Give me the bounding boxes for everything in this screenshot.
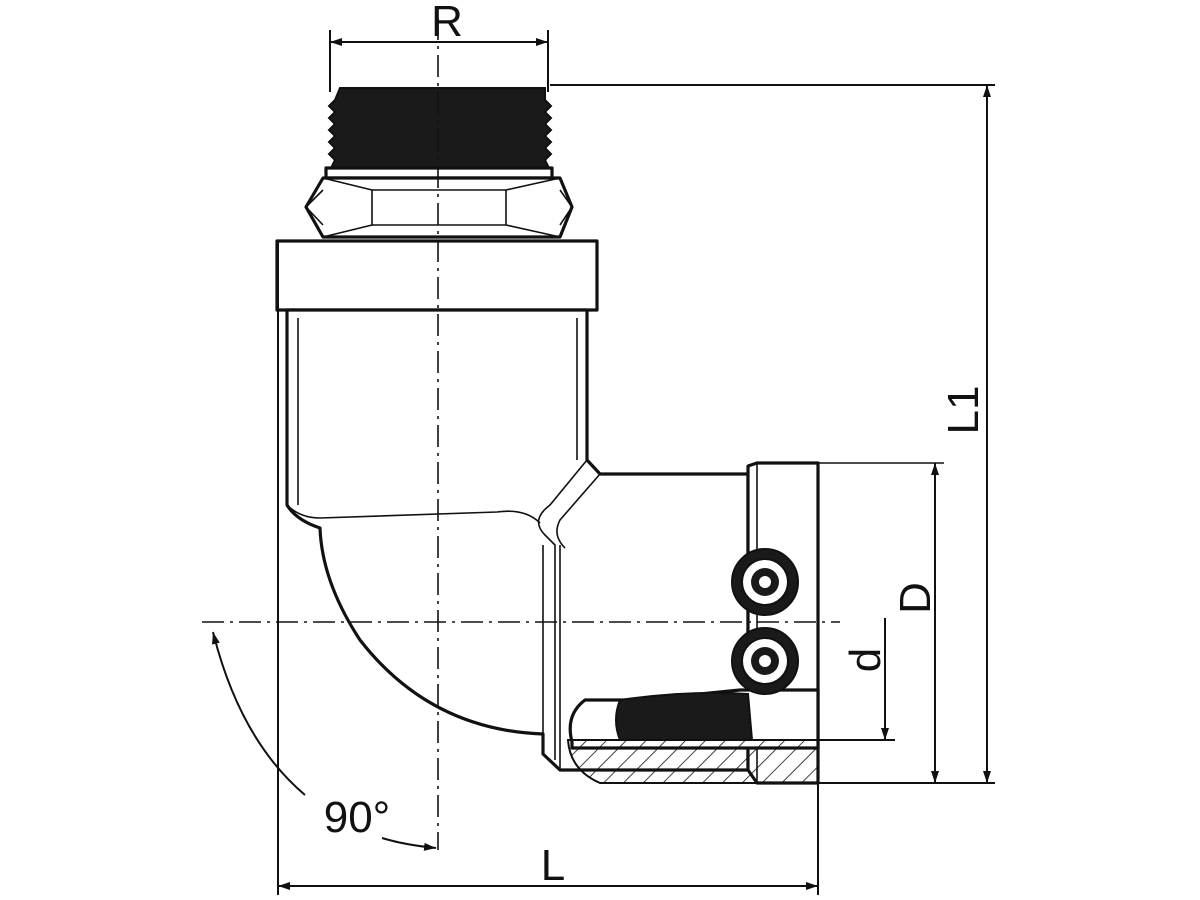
terminal-lower [731, 627, 799, 695]
dimension-l1: L1 [550, 84, 995, 784]
elbow-body [285, 308, 750, 772]
dimension-d-outer: D [891, 463, 940, 783]
label-l1: L1 [939, 386, 988, 435]
union-collar [275, 239, 599, 312]
terminal-upper [731, 548, 799, 616]
label-angle: 90° [324, 793, 391, 842]
angle-90: 90° [212, 631, 437, 851]
label-l: L [541, 841, 565, 890]
label-r: R [431, 0, 463, 46]
dimension-l: L [277, 241, 819, 895]
dimension-r: R [329, 0, 549, 92]
hex-nut [304, 176, 574, 239]
label-d-inner: d [841, 648, 890, 672]
label-d-outer: D [891, 582, 940, 614]
dimension-d-inner: d [818, 618, 895, 741]
threaded-end [327, 87, 553, 169]
internal-section [566, 688, 820, 784]
